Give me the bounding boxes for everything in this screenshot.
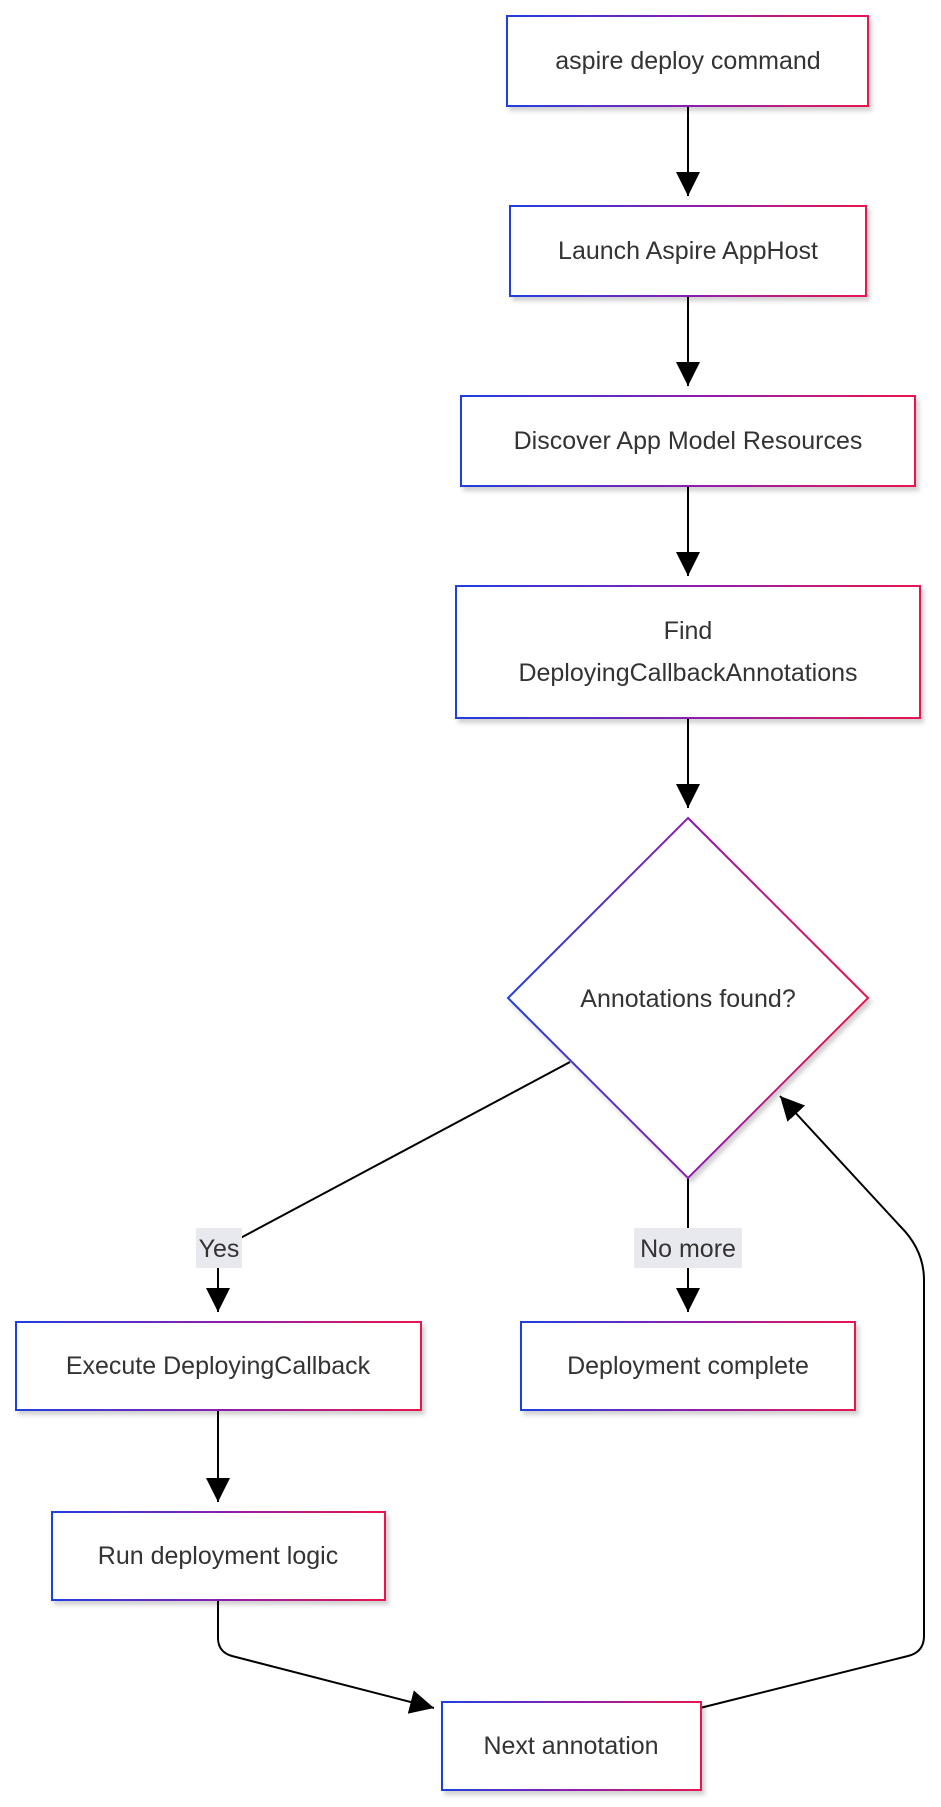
node-next-annotation[interactable]: Next annotation <box>441 1701 702 1791</box>
node-execute-callback-label: Execute DeployingCallback <box>66 1352 371 1380</box>
node-run-logic-label: Run deployment logic <box>98 1542 338 1570</box>
node-deploy-command-label: aspire deploy command <box>555 47 820 75</box>
node-discover-resources-label: Discover App Model Resources <box>514 427 863 455</box>
node-find-annotations-label-line2: DeployingCallbackAnnotations <box>518 659 857 687</box>
edge-label-no-more: No more <box>634 1228 742 1268</box>
svg-text:No more: No more <box>640 1235 736 1263</box>
node-find-annotations[interactable]: Find DeployingCallbackAnnotations <box>455 585 921 719</box>
node-find-annotations-label-line1: Find <box>664 617 713 645</box>
node-discover-resources[interactable]: Discover App Model Resources <box>460 395 916 487</box>
node-next-annotation-label: Next annotation <box>483 1732 658 1760</box>
node-deploy-command[interactable]: aspire deploy command <box>506 15 869 107</box>
edges <box>206 106 925 1714</box>
node-annotations-found-decision[interactable]: Annotations found? <box>506 816 870 1180</box>
svg-text:Yes: Yes <box>199 1235 240 1263</box>
node-launch-apphost[interactable]: Launch Aspire AppHost <box>509 205 867 297</box>
edge-label-yes: Yes <box>196 1228 242 1268</box>
edge-decision-yes <box>206 1061 571 1312</box>
node-execute-callback[interactable]: Execute DeployingCallback <box>15 1321 422 1411</box>
node-deployment-complete[interactable]: Deployment complete <box>520 1321 856 1411</box>
node-deployment-complete-label: Deployment complete <box>567 1352 809 1380</box>
node-launch-apphost-label: Launch Aspire AppHost <box>558 237 818 265</box>
node-run-logic[interactable]: Run deployment logic <box>51 1511 386 1601</box>
edge-run-to-next <box>217 1600 435 1714</box>
node-annotations-found-label: Annotations found? <box>580 985 795 1013</box>
edge-next-to-decision <box>699 1095 925 1709</box>
